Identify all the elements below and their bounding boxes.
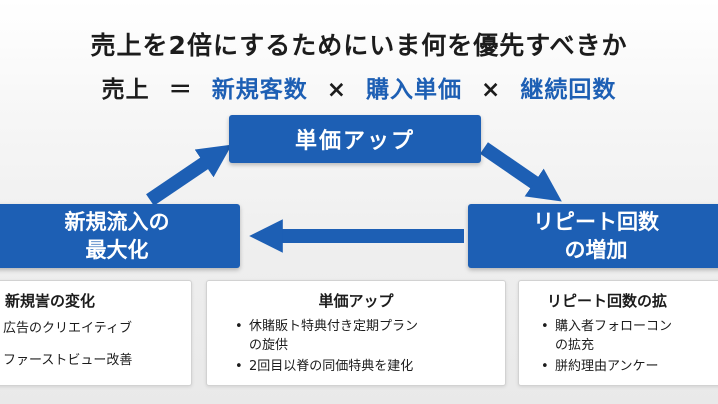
sales-formula: 売上 ＝ 新規客数 × 購入単価 × 継続回数 xyxy=(0,70,718,104)
card-left-heading: 新規訔の変化 xyxy=(5,292,96,310)
card-right-heading: リピート回数の拡 xyxy=(547,292,668,310)
box-left-line1: 新規流入の xyxy=(64,210,170,234)
box-repeat-increase: リピート回数 の増加 xyxy=(468,204,718,268)
card-middle-item-1: 休賭販ト特典付き定期プラン xyxy=(249,319,419,334)
formula-new-customers: 新規客数 xyxy=(211,77,308,103)
formula-times-1: × xyxy=(326,77,347,103)
formula-times-2: × xyxy=(481,77,502,103)
box-right-line2: の増加 xyxy=(564,238,628,262)
formula-repeat-count: 継続回数 xyxy=(520,77,617,103)
list-item: • 休賭販ト特典付き定期プラン xyxy=(235,317,418,336)
card-repeat: リピート回数の拡 • 購入者フォローコン の拡充 • 胼約理由アンケー xyxy=(518,280,718,386)
card-middle-item-3: 2回目以脊の同価特典を建化 xyxy=(249,359,414,374)
box-top-label: 単価アップ xyxy=(294,129,415,154)
bullet-icon: • xyxy=(235,359,243,374)
formula-sales: 売上 xyxy=(101,77,150,103)
list-item: の旋供 xyxy=(249,336,288,355)
card-left-item-2: ファーストビュー改善 xyxy=(3,353,133,368)
card-middle-item-2: の旋供 xyxy=(249,338,289,353)
box-right-line1: リピート回数 xyxy=(533,210,659,234)
arrow-left-to-top xyxy=(146,144,232,206)
list-item: の拡充 xyxy=(555,336,594,355)
arrow-top-to-right xyxy=(480,142,562,202)
list-item: 広告のクリエイティブ xyxy=(3,319,132,338)
list-item: • 胼約理由アンケー xyxy=(541,357,658,376)
formula-unit-price: 購入単価 xyxy=(366,77,463,103)
page-title: 売上を2倍にするためにいま何を優先すべきか xyxy=(90,31,628,60)
card-right-item-3: 胼約理由アンケー xyxy=(555,359,659,374)
box-unit-price-up: 単価アップ xyxy=(229,115,481,163)
card-right-item-1: 購入者フォローコン xyxy=(555,319,673,334)
card-left-item-1: 広告のクリエイティブ xyxy=(3,321,132,336)
card-unit-price: 単価アップ • 休賭販ト特典付き定期プラン の旋供 • 2回目以脊の同価特典を建化 xyxy=(206,280,506,386)
bullet-icon: • xyxy=(235,319,243,334)
card-right-item-2: の拡充 xyxy=(555,338,595,353)
formula-equals: ＝ xyxy=(168,77,193,103)
list-item: • 購入者フォローコン xyxy=(541,317,672,336)
box-new-inflow: 新規流入の 最大化 xyxy=(0,204,240,268)
card-new-customers: 新規訔の変化 広告のクリエイティブ ファーストビュー改善 xyxy=(0,280,192,386)
bullet-icon: • xyxy=(541,359,549,374)
card-middle-heading: 単価アップ xyxy=(318,292,394,310)
list-item: • 2回目以脊の同価特典を建化 xyxy=(235,357,413,376)
list-item: ファーストビュー改善 xyxy=(3,351,132,370)
box-left-line2: 最大化 xyxy=(85,238,149,262)
bullet-icon: • xyxy=(541,319,549,334)
